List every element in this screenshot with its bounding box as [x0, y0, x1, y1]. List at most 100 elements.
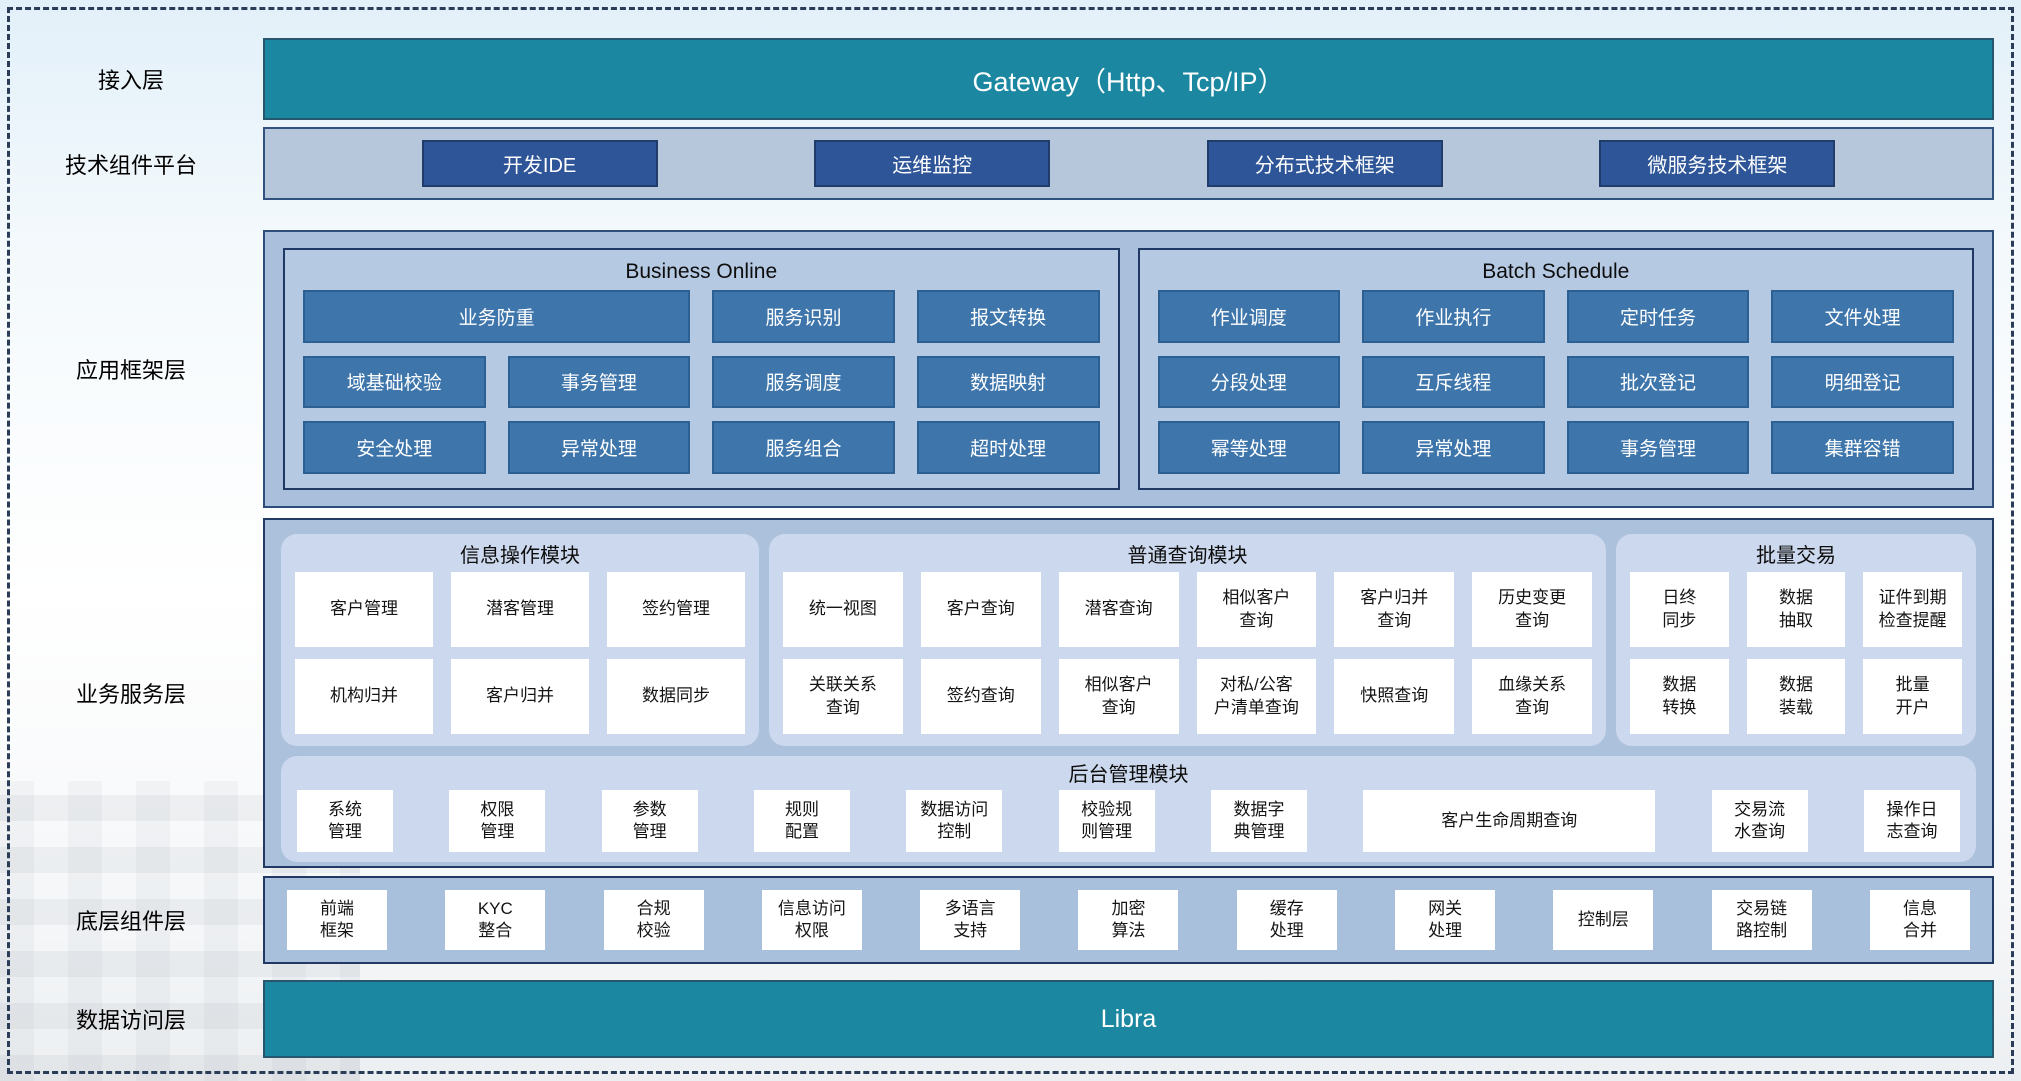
- business-online-item: 安全处理: [303, 421, 486, 474]
- info-item: 数据同步: [607, 659, 745, 734]
- batch-schedule-panel: Batch Schedule 作业调度 作业执行 定时任务 文件处理 分段处理 …: [1137, 248, 1974, 490]
- query-item: 签约查询: [920, 659, 1041, 734]
- business-service-layer: 信息操作模块 客户管理 潜客管理 签约管理 机构归并 客户归并 数据同步 普通查…: [263, 518, 1994, 868]
- query-item: 相似客户 查询: [1196, 572, 1317, 647]
- batch-trade-item: 证件到期 检查提醒: [1863, 572, 1962, 647]
- admin-item: 规则 配置: [753, 790, 850, 852]
- query-item: 潜客查询: [1058, 572, 1179, 647]
- batch-schedule-item: 分段处理: [1157, 355, 1341, 409]
- base-item: 多语言 支持: [920, 890, 1021, 950]
- batch-schedule-item: 批次登记: [1566, 355, 1750, 409]
- tech-platform-row: 开发IDE 运维监控 分布式技术框架 微服务技术框架: [263, 127, 1994, 200]
- business-online-item: 异常处理: [507, 421, 691, 474]
- tech-item-distributed-framework: 分布式技术框架: [1206, 140, 1443, 187]
- batch-trade-item: 数据 装载: [1746, 659, 1846, 734]
- batch-schedule-item: 事务管理: [1566, 421, 1750, 474]
- business-online-title: Business Online: [625, 260, 778, 283]
- business-online-panel: Business Online 业务防重 服务识别 报文转换 域基础校验 事务管…: [283, 248, 1120, 490]
- admin-module-grid: 系统 管理 权限 管理 参数 管理 规则 配置 数据访问 控制 校验规 则管理 …: [297, 790, 1960, 852]
- batch-schedule-title: Batch Schedule: [1482, 260, 1630, 283]
- query-item: 对私/公客 户清单查询: [1196, 659, 1317, 734]
- app-framework-layer: Business Online 业务防重 服务识别 报文转换 域基础校验 事务管…: [263, 230, 1994, 508]
- admin-item: 校验规 则管理: [1058, 790, 1155, 852]
- business-online-item: 事务管理: [507, 355, 691, 409]
- base-item: KYC 整合: [445, 890, 546, 950]
- layer-label-business-service: 业务服务层: [75, 682, 186, 707]
- common-query-title: 普通查询模块: [1127, 545, 1248, 567]
- query-item: 客户归并 查询: [1334, 572, 1455, 647]
- query-item: 客户查询: [920, 572, 1041, 647]
- business-online-item: 报文转换: [916, 290, 1100, 343]
- layer-label-app-framework: 应用框架层: [75, 358, 186, 383]
- batch-trade-grid: 日终 同步 数据 抽取 证件到期 检查提醒 数据 转换 数据 装载 批量 开户: [1630, 572, 1962, 734]
- info-item: 签约管理: [607, 572, 745, 647]
- batch-trade-item: 数据 转换: [1630, 659, 1729, 734]
- layer-label-data-access: 数据访问层: [75, 1008, 186, 1033]
- batch-schedule-item: 明细登记: [1771, 355, 1954, 409]
- business-online-item: 服务识别: [712, 290, 895, 343]
- batch-trade-item: 数据 抽取: [1746, 572, 1846, 647]
- batch-schedule-grid: 作业调度 作业执行 定时任务 文件处理 分段处理 互斥线程 批次登记 明细登记 …: [1157, 290, 1954, 474]
- base-item: 控制层: [1553, 890, 1654, 950]
- batch-schedule-item: 幂等处理: [1157, 421, 1341, 474]
- batch-schedule-item: 作业执行: [1362, 290, 1545, 343]
- query-item: 血缘关系 查询: [1472, 659, 1592, 734]
- admin-module-title: 后台管理模块: [1068, 764, 1189, 786]
- layer-label-base-component: 底层组件层: [75, 909, 186, 934]
- batch-schedule-item: 定时任务: [1566, 290, 1750, 343]
- tech-item-microservice-framework: 微服务技术框架: [1599, 140, 1836, 187]
- base-item: 信息访问 权限: [761, 890, 862, 950]
- batch-trade-title: 批量交易: [1756, 545, 1836, 567]
- batch-trade-module: 批量交易 日终 同步 数据 抽取 证件到期 检查提醒 数据 转换 数据 装载 批…: [1616, 534, 1976, 746]
- business-online-item: 数据映射: [916, 355, 1100, 409]
- admin-item: 数据访问 控制: [906, 790, 1003, 852]
- base-item: 前端 框架: [287, 890, 387, 950]
- batch-schedule-item: 互斥线程: [1362, 355, 1545, 409]
- batch-schedule-item: 异常处理: [1362, 421, 1545, 474]
- common-query-module: 普通查询模块 统一视图 客户查询 潜客查询 相似客户 查询 客户归并 查询 历史…: [769, 534, 1606, 746]
- admin-item: 操作日 志查询: [1863, 790, 1960, 852]
- batch-schedule-item: 作业调度: [1157, 290, 1341, 343]
- layer-label-tech: 技术组件平台: [64, 152, 197, 178]
- query-item: 历史变更 查询: [1472, 572, 1592, 647]
- business-online-item: 域基础校验: [303, 355, 486, 409]
- query-item: 统一视图: [783, 572, 903, 647]
- admin-item: 参数 管理: [601, 790, 698, 852]
- admin-item: 数据字 典管理: [1210, 790, 1307, 852]
- tech-item-dev-ide: 开发IDE: [421, 140, 658, 187]
- base-component-layer: 前端 框架 KYC 整合 合规 校验 信息访问 权限 多语言 支持 加密 算法 …: [263, 876, 1994, 964]
- query-item: 关联关系 查询: [783, 659, 903, 734]
- batch-trade-item: 日终 同步: [1630, 572, 1729, 647]
- batch-schedule-item: 集群容错: [1771, 421, 1954, 474]
- business-online-item: 服务调度: [712, 355, 895, 409]
- base-item: 合规 校验: [603, 890, 704, 950]
- business-online-item: 业务防重: [303, 290, 691, 343]
- admin-item: 交易流 水查询: [1711, 790, 1808, 852]
- admin-item-customer-lifecycle: 客户生命周期查询: [1363, 790, 1656, 852]
- admin-item: 权限 管理: [449, 790, 546, 852]
- gateway-bar: Gateway（Http、Tcp/IP）: [263, 38, 1994, 120]
- base-item: 网关 处理: [1395, 890, 1496, 950]
- info-item: 机构归并: [295, 659, 433, 734]
- info-item: 客户管理: [295, 572, 433, 647]
- admin-module: 后台管理模块 系统 管理 权限 管理 参数 管理 规则 配置 数据访问 控制 校…: [281, 756, 1976, 862]
- base-item: 交易链 路控制: [1711, 890, 1812, 950]
- batch-trade-item: 批量 开户: [1863, 659, 1962, 734]
- batch-schedule-item: 文件处理: [1771, 290, 1954, 343]
- query-item: 相似客户 查询: [1058, 659, 1179, 734]
- business-service-top-row: 信息操作模块 客户管理 潜客管理 签约管理 机构归并 客户归并 数据同步 普通查…: [281, 534, 1976, 746]
- common-query-grid: 统一视图 客户查询 潜客查询 相似客户 查询 客户归并 查询 历史变更 查询 关…: [783, 572, 1592, 734]
- query-item: 快照查询: [1334, 659, 1455, 734]
- tech-item-ops-monitor: 运维监控: [814, 140, 1051, 187]
- libra-bar: Libra: [263, 980, 1994, 1058]
- info-operation-title: 信息操作模块: [460, 545, 580, 567]
- info-item: 客户归并: [451, 659, 589, 734]
- base-item: 缓存 处理: [1236, 890, 1337, 950]
- business-online-item: 超时处理: [916, 421, 1100, 474]
- business-online-grid: 业务防重 服务识别 报文转换 域基础校验 事务管理 服务调度 数据映射 安全处理…: [303, 290, 1100, 474]
- base-item: 信息 合并: [1869, 890, 1970, 950]
- info-operation-grid: 客户管理 潜客管理 签约管理 机构归并 客户归并 数据同步: [295, 572, 745, 734]
- info-item: 潜客管理: [451, 572, 589, 647]
- admin-item: 系统 管理: [297, 790, 393, 852]
